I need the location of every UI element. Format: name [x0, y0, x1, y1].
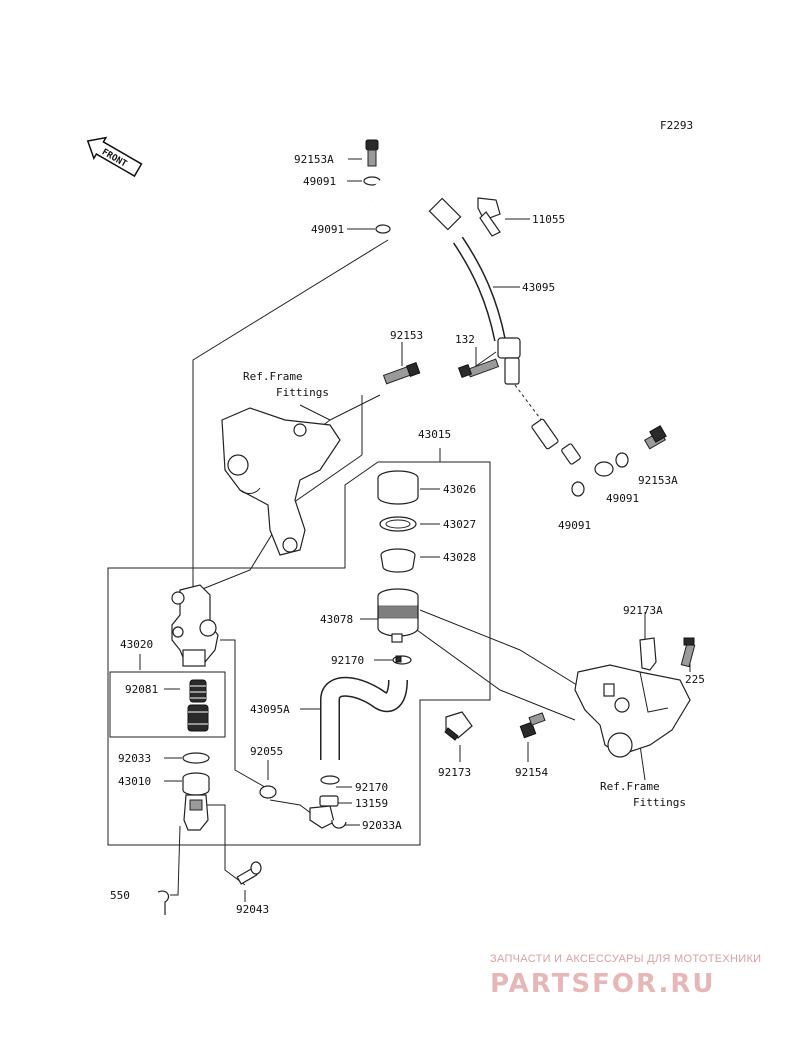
frame-bracket-left — [221, 407, 341, 556]
label-92043: 92043 — [236, 903, 269, 916]
label-92154: 92154 — [515, 766, 548, 779]
washer-49091-bottom — [375, 224, 391, 234]
watermark-brand-logo: PARTSFOR.RU — [490, 969, 715, 999]
label-43095: 43095 — [522, 281, 555, 294]
label-43026: 43026 — [443, 483, 476, 496]
reservoir-cap-43026 — [377, 470, 419, 505]
washer-49091-right-b — [571, 481, 585, 497]
master-cylinder-43020 — [171, 584, 219, 667]
banjo-bolt-right — [644, 425, 667, 450]
label-43027: 43027 — [443, 518, 476, 531]
label-92170-a: 92170 — [331, 654, 364, 667]
bolt-132 — [457, 358, 500, 379]
label-43078: 43078 — [320, 613, 353, 626]
banjo-bolt-top — [365, 139, 379, 167]
label-49091-b: 49091 — [311, 223, 344, 236]
part-labels: 92153A 49091 49091 11055 43095 92153 132… — [110, 153, 705, 916]
label-43020: 43020 — [120, 638, 153, 651]
frame-bracket-right — [574, 664, 691, 758]
fitting-13159 — [309, 795, 339, 829]
label-43015: 43015 — [418, 428, 451, 441]
label-43028: 43028 — [443, 551, 476, 564]
label-11055: 11055 — [532, 213, 565, 226]
label-92173: 92173 — [438, 766, 471, 779]
spring-92081 — [187, 679, 209, 732]
label-92173A: 92173A — [623, 604, 663, 617]
front-arrow-icon: FRONT — [86, 136, 143, 178]
bolt-225 — [680, 637, 696, 668]
label-92055: 92055 — [250, 745, 283, 758]
label-92153A-top: 92153A — [294, 153, 334, 166]
label-49091-a: 49091 — [303, 175, 336, 188]
clamp-92170-top — [392, 655, 412, 665]
label-fittings-1: Fittings — [276, 386, 329, 399]
o-ring-92055 — [259, 785, 277, 799]
pin-92043 — [236, 861, 262, 885]
label-92170-b: 92170 — [355, 781, 388, 794]
pushrod-43010 — [182, 772, 210, 831]
label-550: 550 — [110, 889, 130, 902]
bracket-92173A — [639, 637, 657, 671]
hose-clamp-11055 — [477, 197, 501, 237]
cotter-pin-550 — [157, 890, 170, 915]
label-49091-d: 49091 — [558, 519, 591, 532]
circlip-92033A — [331, 819, 347, 829]
bolt-92153 — [382, 361, 421, 385]
label-43095A: 43095A — [250, 703, 290, 716]
bolt-92154 — [519, 712, 546, 739]
label-92081: 92081 — [125, 683, 158, 696]
watermark: ЗАПЧАСТИ И АКСЕССУАРЫ ДЛЯ МОТОТЕХНИКИ PA… — [490, 953, 761, 999]
label-43010: 43010 — [118, 775, 151, 788]
label-ref-frame-2: Ref.Frame — [600, 780, 660, 793]
clamp-92173 — [444, 711, 473, 741]
figure-code: F2293 — [660, 119, 693, 132]
brake-hose-43095 — [367, 174, 614, 477]
washer-49091-right-a — [615, 452, 629, 468]
circlip-92033 — [182, 752, 210, 764]
label-92153A-right: 92153A — [638, 474, 678, 487]
label-132: 132 — [455, 333, 475, 346]
label-fittings-2: Fittings — [633, 796, 686, 809]
watermark-subtitle: ЗАПЧАСТИ И АКСЕССУАРЫ ДЛЯ МОТОТЕХНИКИ — [490, 953, 761, 965]
label-ref-frame-1: Ref.Frame — [243, 370, 303, 383]
clamp-92170-bottom — [320, 775, 340, 785]
plate-43027 — [379, 516, 417, 532]
reservoir-hose-43095A — [320, 676, 408, 760]
diaphragm-43028 — [380, 548, 416, 573]
label-225: 225 — [685, 673, 705, 686]
label-92033A: 92033A — [362, 819, 402, 832]
reservoir-43078 — [377, 588, 419, 643]
label-92153: 92153 — [390, 329, 423, 342]
label-92033: 92033 — [118, 752, 151, 765]
label-49091-c: 49091 — [606, 492, 639, 505]
label-13159: 13159 — [355, 797, 388, 810]
